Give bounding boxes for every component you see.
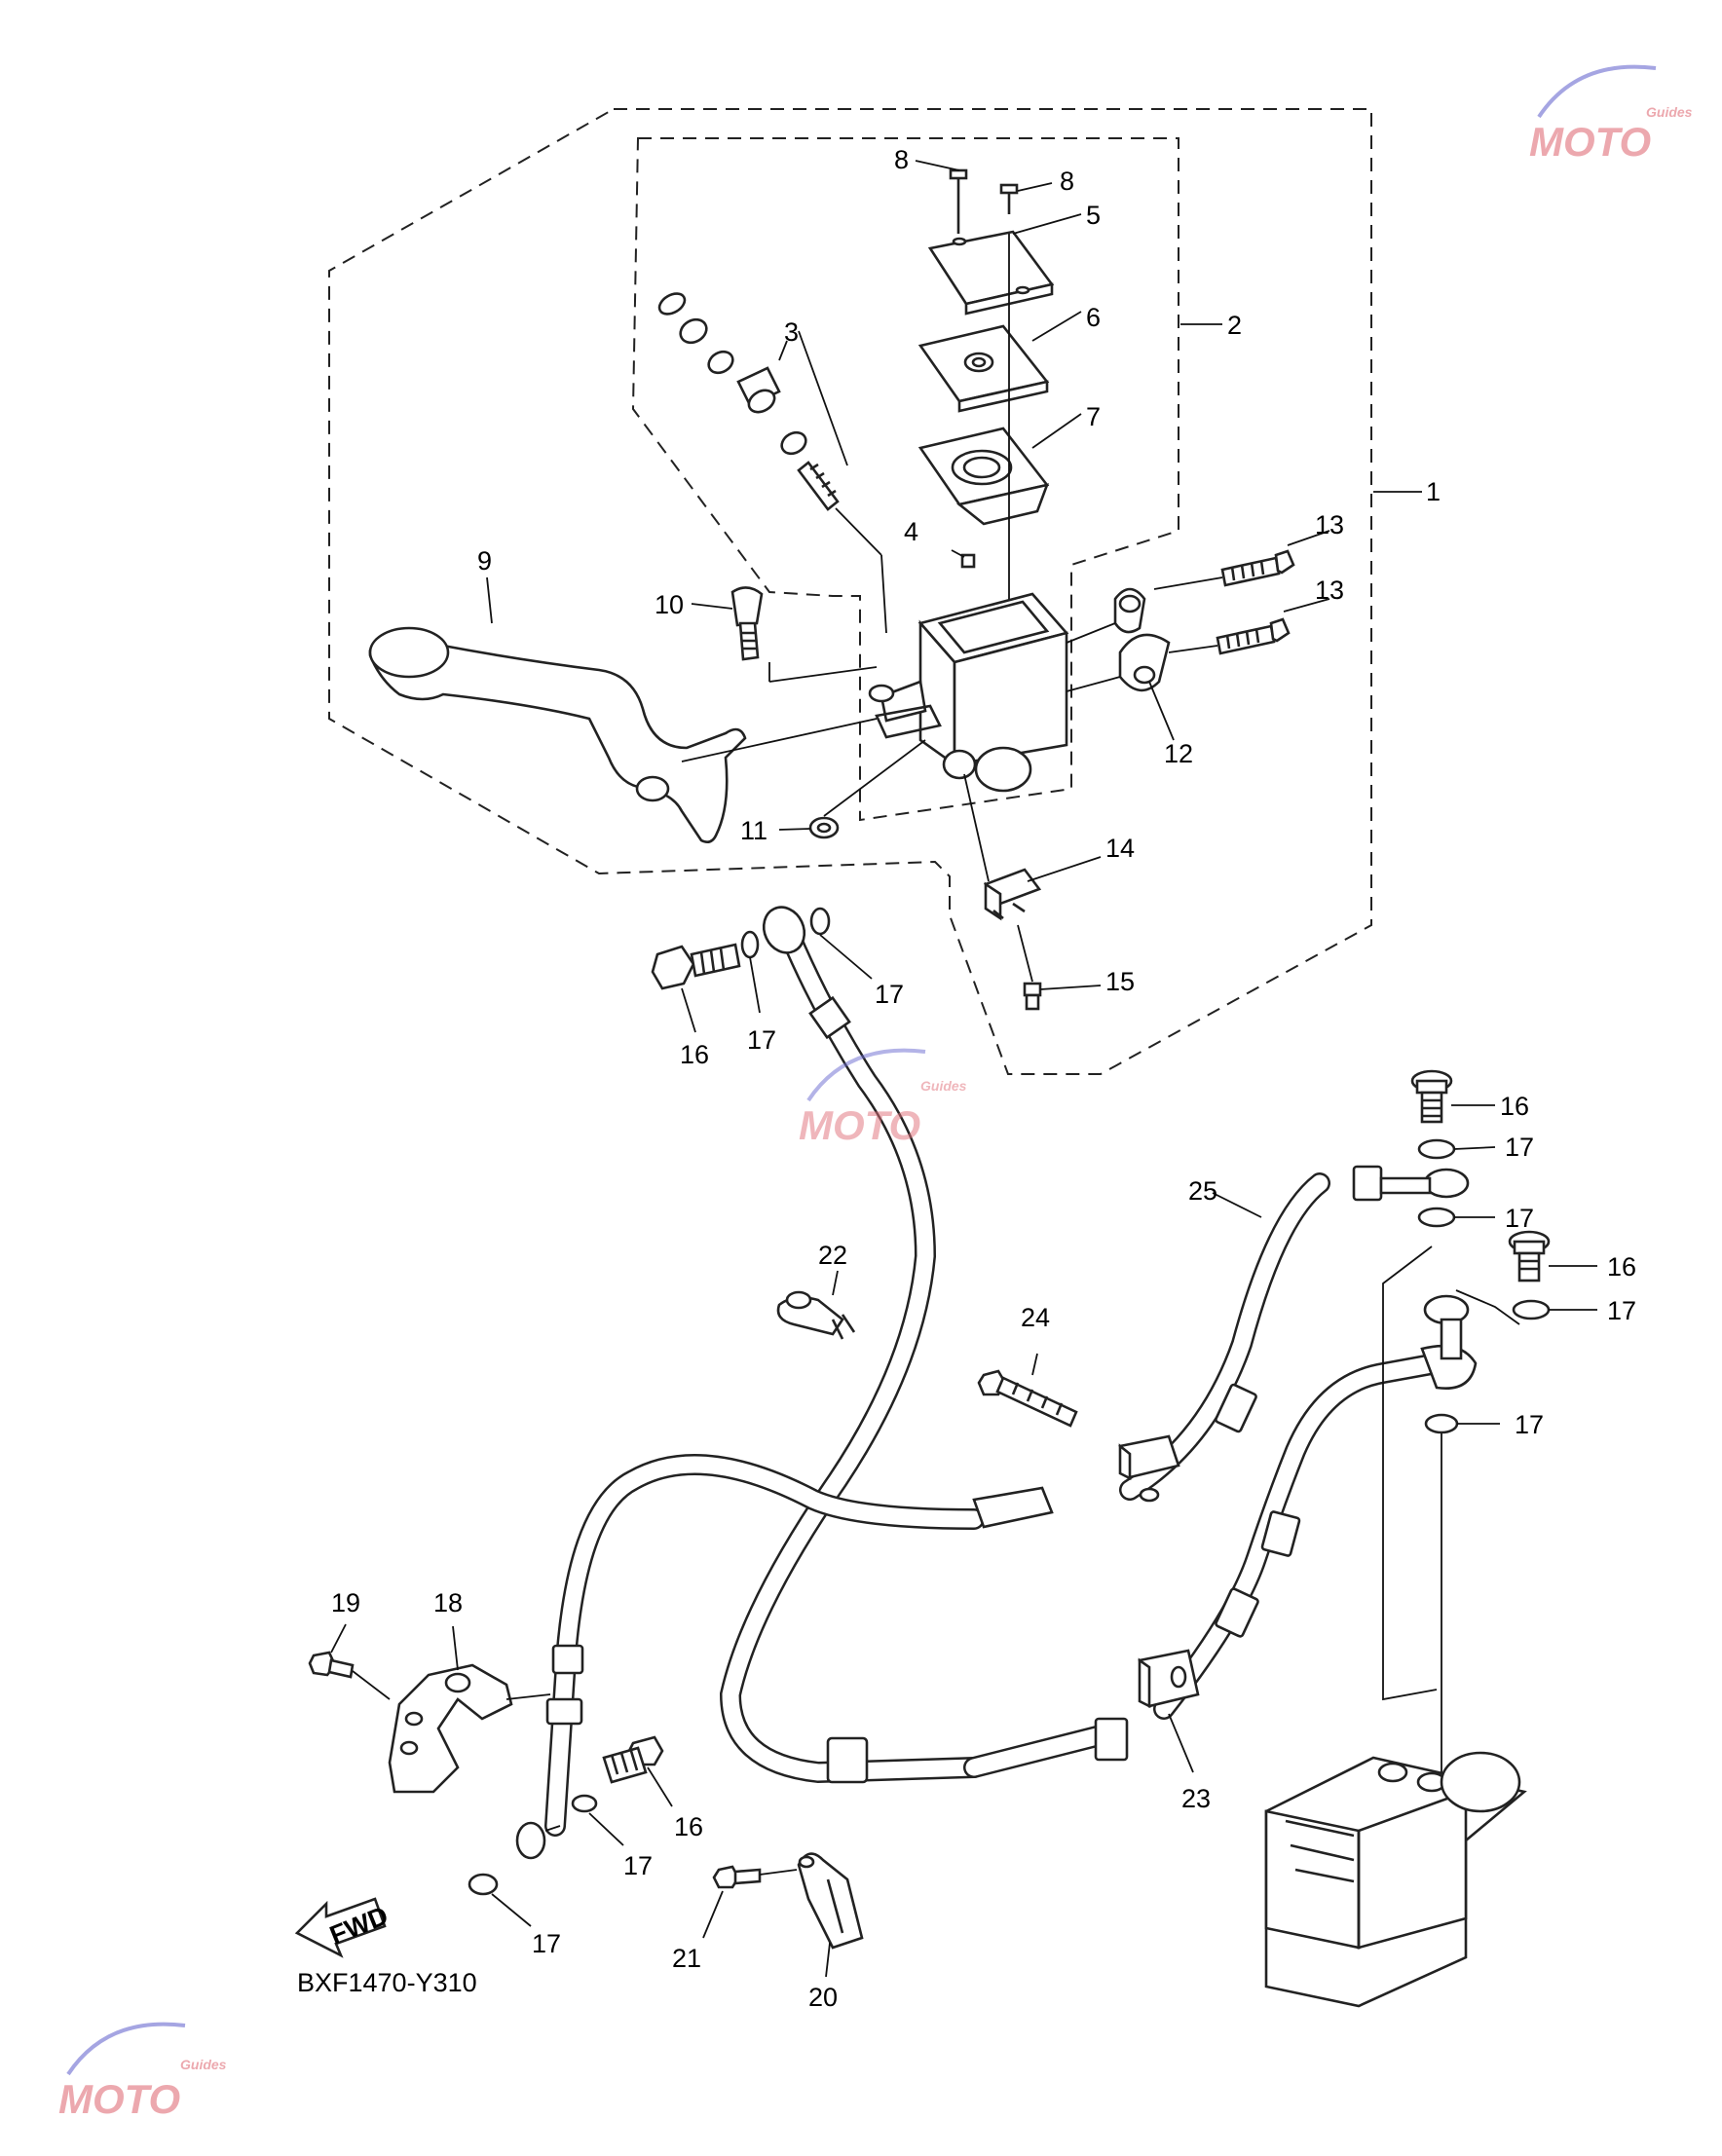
- callout-17c: 17: [1505, 1133, 1534, 1162]
- watermark-center: MOTO Guides: [799, 1048, 967, 1148]
- callout-13b: 13: [1315, 576, 1344, 605]
- callout-17b: 17: [875, 980, 904, 1009]
- master-cylinder-body: [868, 592, 1069, 793]
- piston-kit: [657, 292, 840, 511]
- assembly-2-boundary: [631, 137, 1179, 822]
- union-bolt-upper-left: [651, 943, 741, 990]
- diaphragm: [917, 427, 1050, 526]
- watermark-top-right: MOTO Guides: [1529, 64, 1693, 165]
- callout-16a: 16: [680, 1040, 709, 1069]
- hose-guide-lower: [797, 1852, 864, 1950]
- callout-8: 8: [894, 145, 909, 174]
- brake-lever: [368, 626, 747, 843]
- callout-5: 5: [1086, 201, 1101, 230]
- callout-21: 21: [672, 1944, 701, 1973]
- callout-25: 25: [1188, 1176, 1217, 1206]
- callout-1: 1: [1426, 477, 1441, 506]
- washer: [571, 1794, 598, 1813]
- callout-17a: 17: [747, 1025, 776, 1055]
- callout-13a: 13: [1315, 510, 1344, 539]
- watermark-bottom-left: MOTO Guides: [58, 2022, 227, 2122]
- switch-screw: [1023, 982, 1042, 1011]
- union-bolt-abs-lower: [1508, 1230, 1551, 1282]
- reservoir-cap: [927, 230, 1055, 316]
- svg-text:MOTO: MOTO: [799, 1102, 920, 1148]
- union-bolt-caliper: [602, 1735, 664, 1784]
- cap-screw-left: [949, 168, 968, 234]
- callout-17d: 17: [1505, 1204, 1534, 1233]
- svg-text:MOTO: MOTO: [1529, 119, 1651, 165]
- callout-4: 4: [904, 517, 918, 546]
- callout-2: 2: [1227, 311, 1242, 340]
- callout-10: 10: [655, 590, 684, 619]
- clamp-bolt-lower: [1216, 617, 1291, 655]
- callout-22: 22: [818, 1241, 847, 1270]
- callout-23: 23: [1181, 1784, 1211, 1813]
- callout-17h: 17: [532, 1929, 561, 1958]
- washer: [468, 1873, 499, 1896]
- washer: [809, 907, 831, 936]
- pivot-nut: [808, 816, 840, 839]
- junction-block: [1138, 1649, 1200, 1709]
- callout-7: 7: [1086, 402, 1101, 431]
- brake-light-switch: [983, 868, 1042, 921]
- callout-12: 12: [1164, 739, 1193, 768]
- diagram-code: BXF1470-Y310: [297, 1968, 477, 1997]
- guide-bolt: [712, 1865, 762, 1889]
- abs-hydraulic-unit: [1264, 1751, 1527, 2008]
- svg-text:Guides: Guides: [920, 1078, 967, 1094]
- callout-11: 11: [740, 816, 767, 845]
- callout-17f: 17: [1515, 1410, 1544, 1439]
- callout-24: 24: [1021, 1303, 1050, 1332]
- forward-arrow: FWD: [294, 1897, 393, 1958]
- callout-labels: 1 2 3 4 5 6 7 8 8 9 10 11 12 13 13 14 15…: [331, 145, 1636, 2012]
- callout-16c: 16: [1607, 1252, 1636, 1282]
- callout-8b: 8: [1060, 167, 1074, 196]
- valve: [960, 553, 976, 569]
- callout-18: 18: [433, 1588, 463, 1617]
- callout-17g: 17: [623, 1851, 653, 1880]
- svg-text:MOTO: MOTO: [58, 2076, 180, 2122]
- callout-16b: 16: [1500, 1092, 1529, 1121]
- diaphragm-plate: [917, 324, 1050, 413]
- hose-guide-upper: [776, 1290, 856, 1340]
- hose-bracket: [388, 1663, 513, 1794]
- pivot-bolt: [730, 586, 764, 661]
- assembly-1-boundary: [328, 108, 1372, 1075]
- clamp-bolt-upper: [1220, 549, 1295, 587]
- callout-17e: 17: [1607, 1296, 1636, 1325]
- handlebar-clamp: [1113, 587, 1171, 692]
- callout-19: 19: [331, 1588, 360, 1617]
- leader-lines: [330, 160, 1597, 1978]
- callout-3: 3: [784, 317, 799, 347]
- union-bolt-abs-upper: [1410, 1069, 1453, 1124]
- washer: [740, 930, 760, 959]
- cap-screw-right: [999, 183, 1019, 214]
- callout-15: 15: [1105, 967, 1135, 996]
- callout-14: 14: [1105, 834, 1135, 863]
- svg-text:Guides: Guides: [180, 2057, 227, 2072]
- callout-16d: 16: [674, 1812, 703, 1841]
- bracket-bolt: [308, 1651, 355, 1679]
- callout-9: 9: [477, 546, 492, 576]
- callout-20: 20: [808, 1983, 838, 2012]
- joint-bolt: [977, 1369, 1078, 1428]
- callout-6: 6: [1086, 303, 1101, 332]
- svg-text:Guides: Guides: [1646, 104, 1693, 120]
